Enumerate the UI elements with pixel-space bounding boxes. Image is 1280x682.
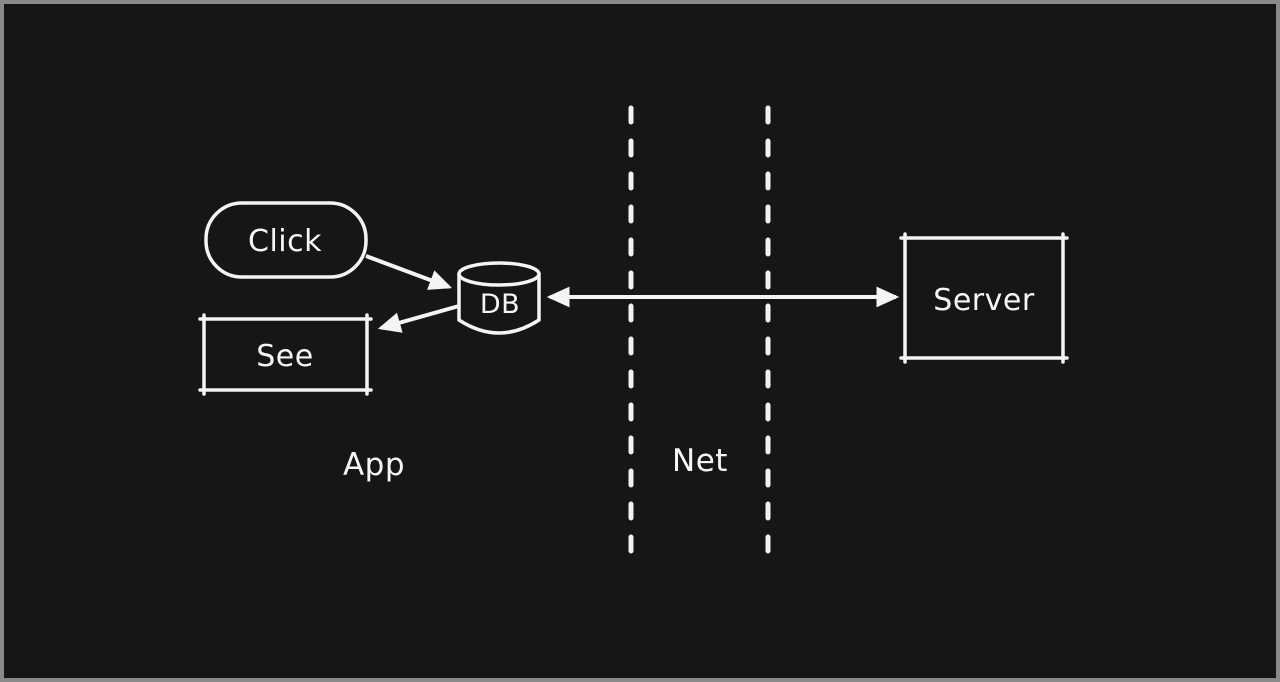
node-click: Click xyxy=(204,201,368,279)
node-server: Server xyxy=(899,232,1069,364)
app-zone-label: App xyxy=(343,447,405,483)
node-see: See xyxy=(198,313,373,396)
server-label: Server xyxy=(933,283,1035,318)
db-cylinder-body xyxy=(457,272,541,335)
server-rect-shape xyxy=(899,232,1069,364)
net-zone-label: Net xyxy=(672,443,728,479)
edge-db-to-see xyxy=(377,304,460,333)
node-db: DB xyxy=(457,261,541,335)
click-label: Click xyxy=(248,224,322,259)
see-rect-shape xyxy=(198,313,373,396)
db-label: DB xyxy=(480,289,520,320)
click-pill-shape xyxy=(204,201,368,279)
edge-click-to-db xyxy=(365,254,453,290)
see-label: See xyxy=(256,339,313,374)
